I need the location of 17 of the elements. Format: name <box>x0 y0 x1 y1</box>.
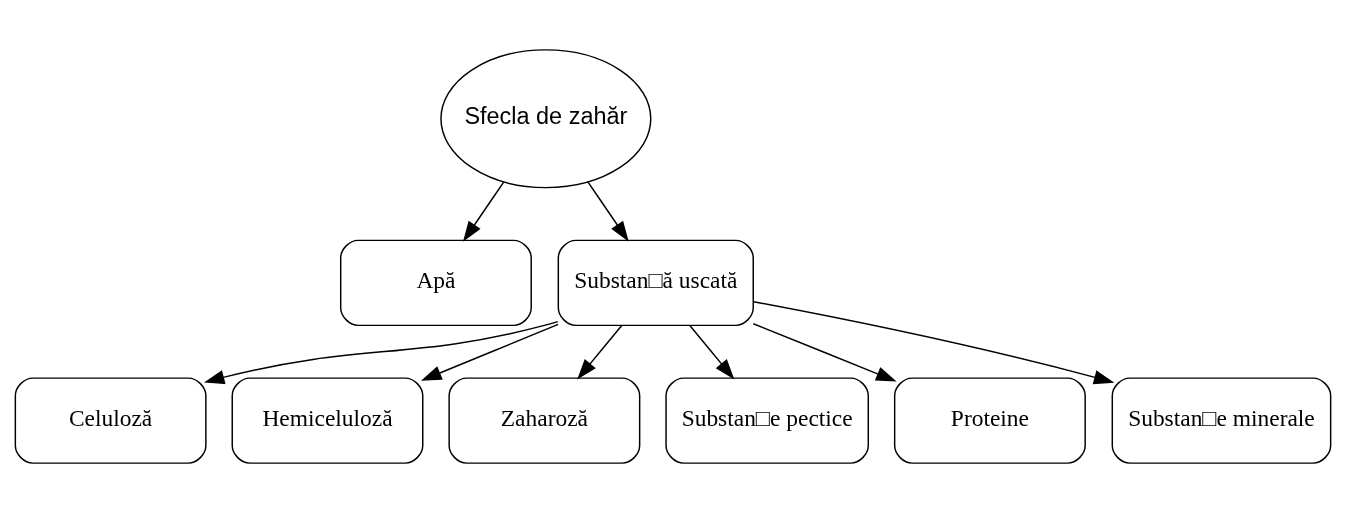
node-box: Substan□e minerale <box>1111 376 1332 464</box>
node-box: Substan□ă uscată <box>557 239 754 326</box>
node-box: Substan□e pectice <box>665 376 869 464</box>
arrow <box>421 323 559 381</box>
arrow <box>587 180 629 242</box>
arrow <box>689 324 735 379</box>
arrow <box>752 300 1115 384</box>
node-box: Zaharoză <box>448 376 641 464</box>
node-box: Celuloză <box>14 376 207 464</box>
arrow <box>577 324 623 379</box>
node-ellipse: Sfecla de zahăr <box>440 48 652 188</box>
arrow <box>752 322 897 382</box>
arrow <box>203 320 559 384</box>
node-box: Apă <box>339 239 532 326</box>
node-box: Hemiceluloză <box>231 376 424 464</box>
node-box: Proteine <box>893 376 1086 464</box>
arrow <box>463 180 505 242</box>
